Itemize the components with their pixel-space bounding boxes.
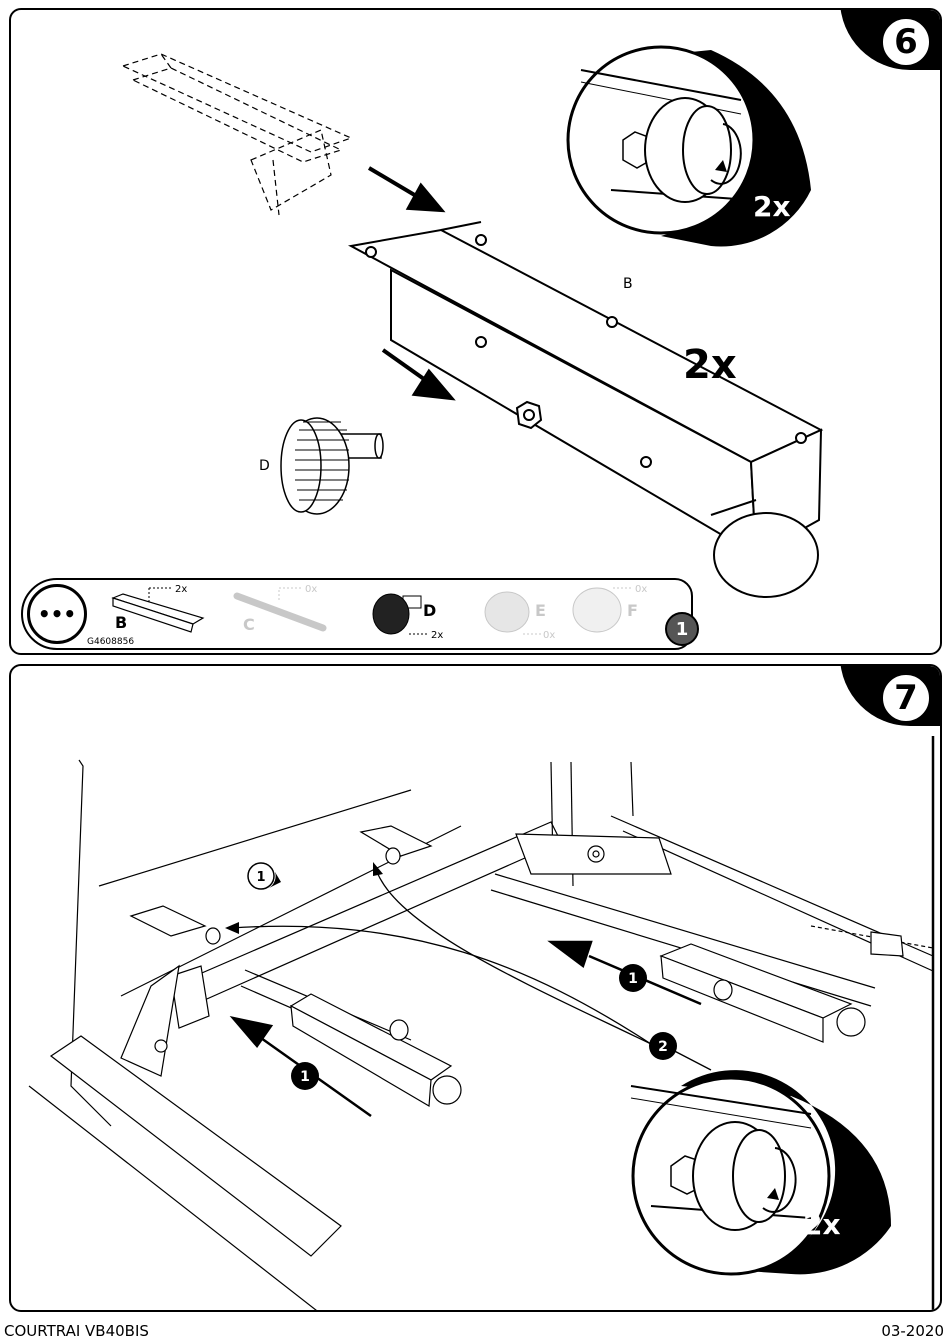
part-c-qty: 0x [305,584,317,595]
part-e-letter: E [535,601,546,620]
label-d: D [259,458,270,474]
part-e-qty: 0x [543,630,555,641]
detail-quantity-7: 2x [803,1208,841,1241]
part-d-qty: 2x [431,630,443,641]
label-quantity: 2x [683,342,737,388]
footer-model: COURTRAI VB40BIS [4,1322,149,1340]
detail-callout-7 [631,1070,891,1274]
footer-date: 03-2020 [881,1322,944,1340]
sub-step-badge: 1 [665,612,699,646]
ghost-bracket [123,54,351,215]
channel-bracket-b [351,222,821,597]
part-d-icon [373,594,421,634]
part-d-letter: D [423,601,436,620]
tighten-marker-label: 2 [658,1039,668,1055]
reference-marker-label: 1 [256,870,265,885]
part-b-qty: 2x [175,584,187,595]
detail-quantity: 2x [753,190,791,223]
parts-strip: ••• 2x B G4608856 0x C D 2 [21,578,693,650]
step-6-panel: 6 [9,8,942,655]
knob-d [281,418,383,514]
part-f-icon [573,588,621,632]
part-c-letter: C [243,615,255,634]
part-f-qty: 0x [635,584,647,595]
leader-arrowhead-b [373,862,383,876]
part-b-letter: B [115,613,127,632]
step-6-illustration: B 2x D [11,10,942,655]
label-b: B [623,276,633,292]
push-marker-left-label: 1 [300,1069,310,1085]
leader-arrowhead-a [225,922,239,934]
step-7-illustration: 1 1 1 2 2x [11,666,942,1312]
push-marker-right-label: 1 [628,971,638,987]
part-e-icon [485,592,529,632]
part-f-letter: F [627,601,638,620]
step-7-panel: 7 [9,664,942,1312]
part-code: G4608856 [87,637,134,647]
